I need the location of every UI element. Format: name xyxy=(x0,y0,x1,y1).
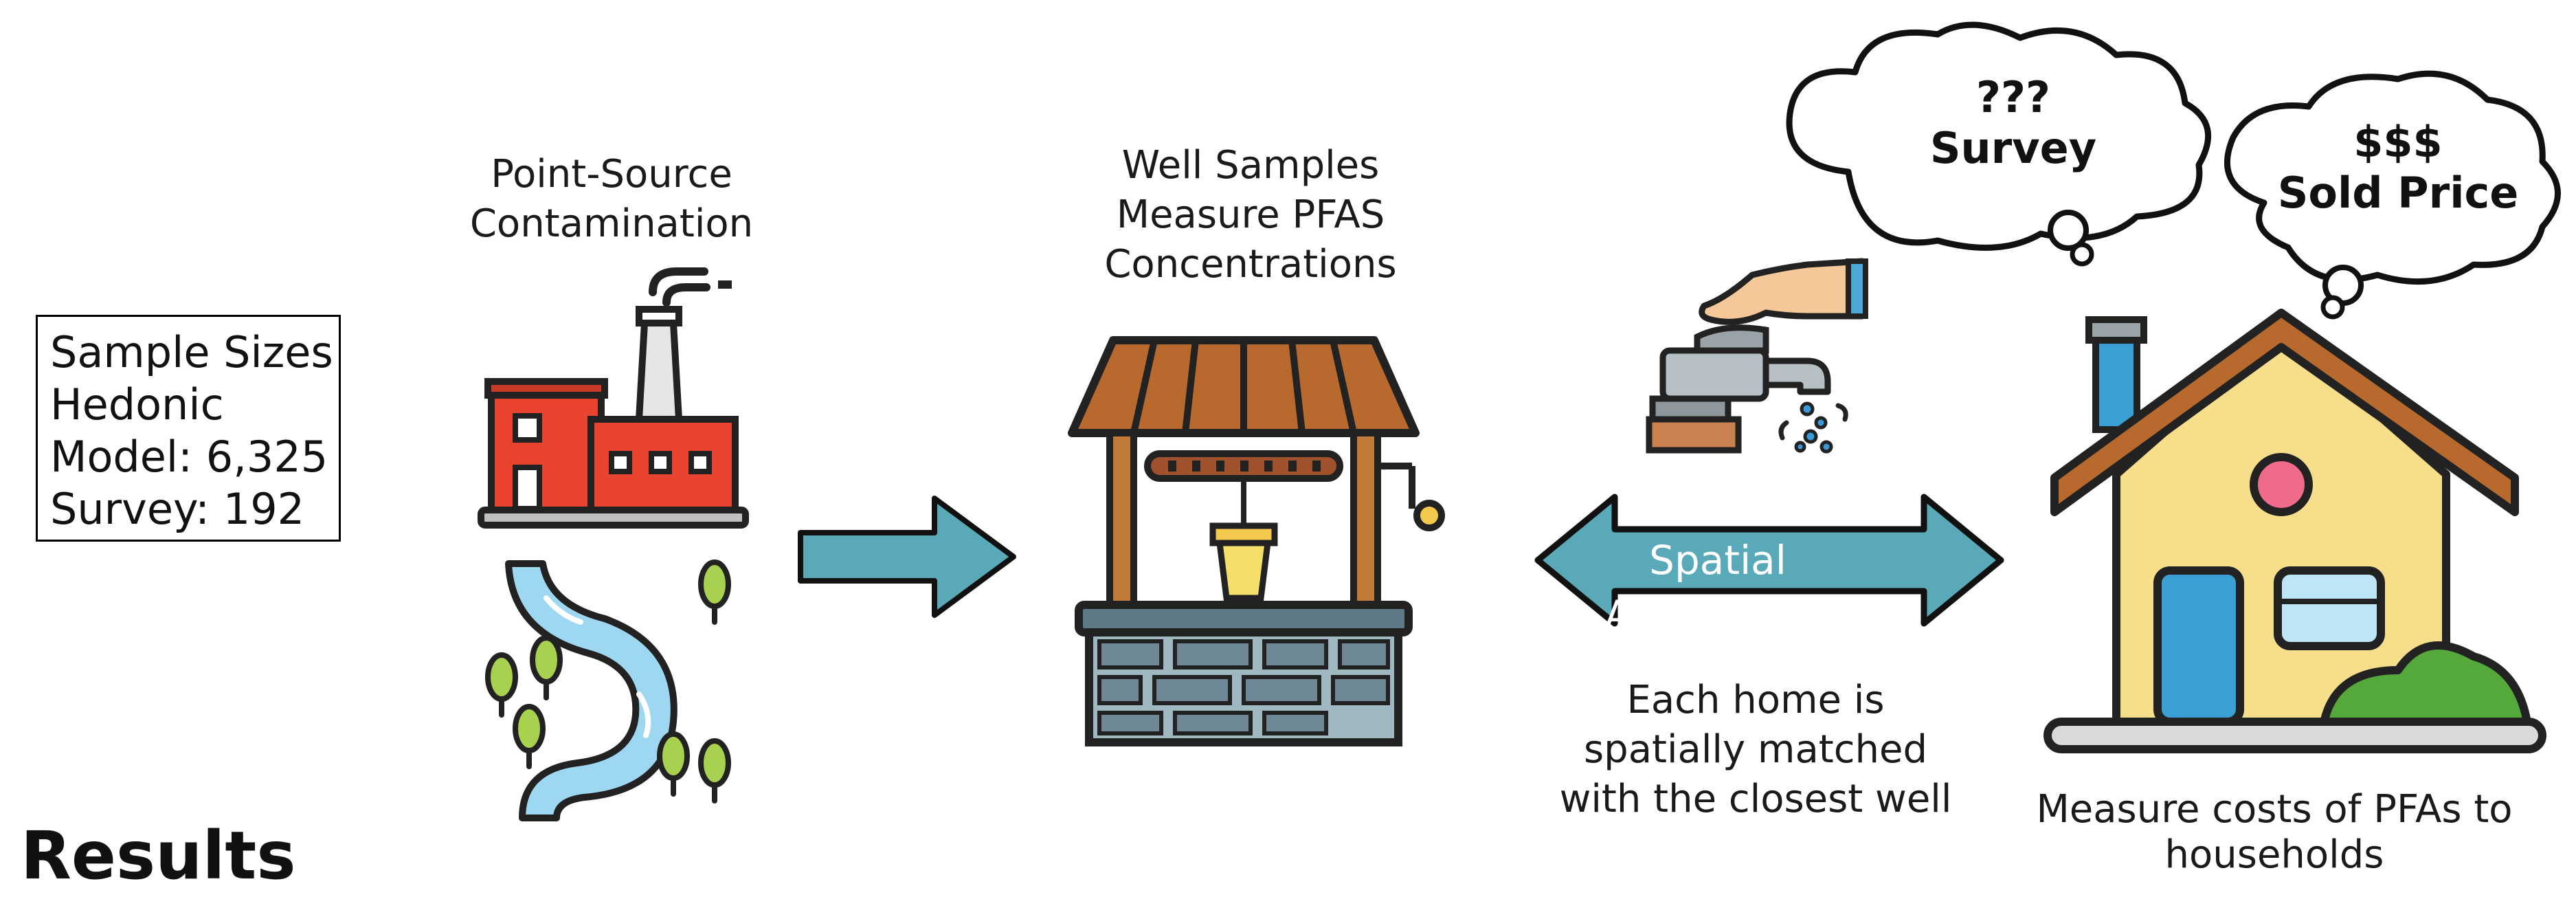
flow-arrow xyxy=(798,496,1016,618)
well-samples-line: Well Samples xyxy=(1121,143,1380,188)
point-source-line: Contamination xyxy=(469,201,754,246)
sample-sizes-line: Survey: 192 xyxy=(50,484,305,534)
thought-bubble-icon xyxy=(1786,21,2212,267)
river-icon xyxy=(485,560,731,821)
survey-bubble-line: Survey xyxy=(1929,123,2097,173)
caption-line: Each home is xyxy=(1626,678,1885,722)
survey-bubble-line: ??? xyxy=(1976,72,2050,122)
spatial-association-arrow xyxy=(1534,494,2004,627)
spatial-association-label: Spatial Association xyxy=(1604,537,1832,639)
well-samples-label: Well Samples Measure PFAS Concentrations xyxy=(1058,141,1443,289)
household-line: Measure costs of PFAs to xyxy=(2036,787,2513,832)
household-caption: Measure costs of PFAs to households xyxy=(2006,787,2542,878)
sample-sizes-line: Model: 6,325 xyxy=(50,432,328,482)
sample-sizes-line: Sample Sizes xyxy=(50,327,333,377)
caption-line: with the closest well xyxy=(1559,777,1952,821)
price-bubble-line: $$$ xyxy=(2353,117,2443,167)
caption-line: spatially matched xyxy=(1583,727,1928,772)
factory-icon xyxy=(478,267,749,529)
thought-bubble-icon xyxy=(2224,70,2561,320)
faucet-icon xyxy=(1646,258,1868,454)
price-bubble-line: Sold Price xyxy=(2277,168,2519,218)
point-source-line: Point-Source xyxy=(491,152,732,197)
well-samples-line: Concentrations xyxy=(1104,242,1397,287)
well-icon xyxy=(1068,336,1445,746)
sample-sizes-line: Hedonic xyxy=(50,379,224,430)
spatial-association-caption: Each home is spatially matched with the … xyxy=(1532,676,1979,824)
house-icon xyxy=(2043,309,2546,753)
sample-sizes-box: Sample Sizes Hedonic Model: 6,325 Survey… xyxy=(36,315,341,542)
well-samples-line: Measure PFAS xyxy=(1116,192,1385,237)
price-bubble-text: $$$ Sold Price xyxy=(2261,117,2535,219)
point-source-label: Point-Source Contamination xyxy=(440,150,783,249)
survey-bubble-text: ??? Survey xyxy=(1876,72,2151,174)
household-line: households xyxy=(2164,832,2384,877)
results-heading: Results xyxy=(21,817,296,894)
